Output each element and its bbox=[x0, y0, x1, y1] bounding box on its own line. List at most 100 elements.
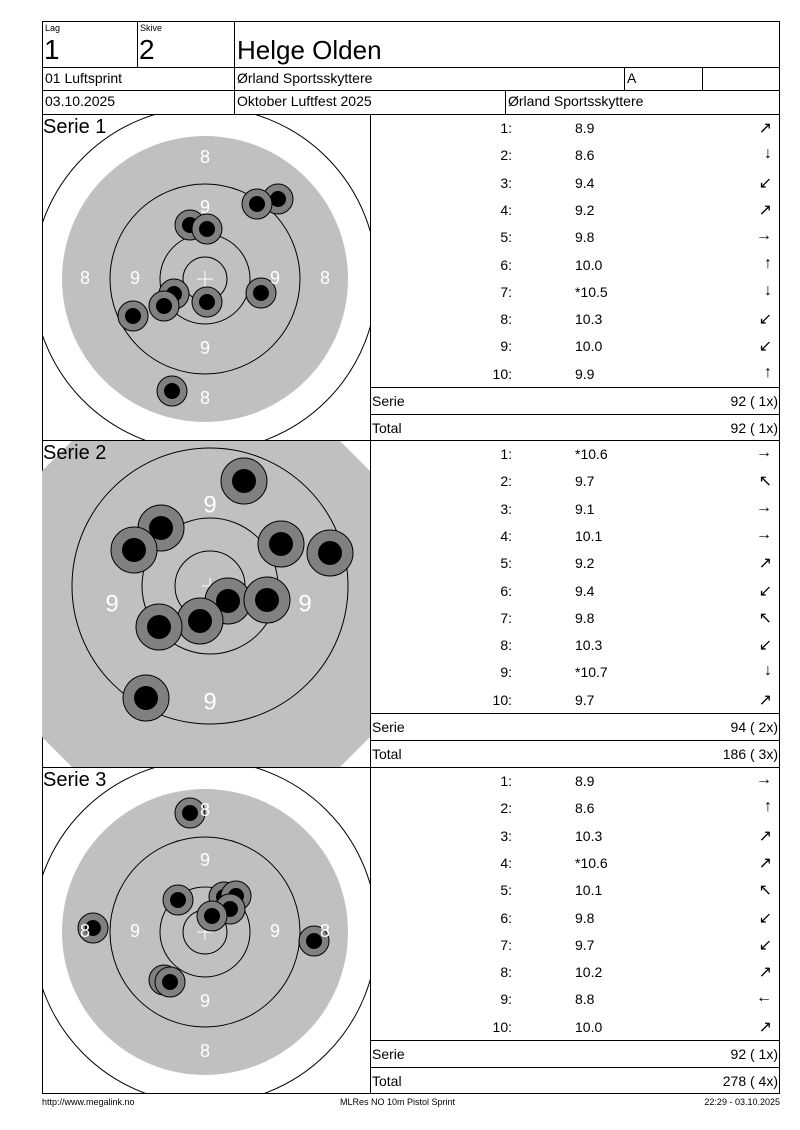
direction-arrow-icon: ↓ bbox=[764, 281, 772, 299]
direction-arrow-icon: ↗ bbox=[758, 691, 772, 709]
direction-arrow-icon: ↗ bbox=[758, 555, 772, 573]
shot-score: 8.6 bbox=[575, 147, 595, 164]
discipline: 01 Luftsprint bbox=[45, 70, 123, 86]
total-value: 92 ( 1x) bbox=[730, 420, 778, 436]
total-value: 186 ( 3x) bbox=[722, 746, 778, 762]
event-cell: Oktober Luftfest 2025 bbox=[235, 91, 506, 115]
shooter-name: Helge Olden bbox=[237, 35, 382, 65]
shot-row: 3:10.3↗ bbox=[370, 824, 780, 851]
shot-score: 10.2 bbox=[575, 964, 603, 981]
shot-number: 5: bbox=[500, 555, 512, 572]
shot-row: 1:*10.6→ bbox=[370, 442, 780, 469]
serie-value: 92 ( 1x) bbox=[730, 1046, 778, 1062]
shot-score: 10.0 bbox=[575, 1018, 603, 1035]
direction-arrow-icon: ↙ bbox=[758, 637, 772, 655]
shot-row: 7:9.8↖ bbox=[370, 606, 780, 633]
shot-row: 4: *10.6 ↗ bbox=[370, 851, 780, 878]
class: A bbox=[627, 70, 637, 86]
shot-score: 9.4 bbox=[575, 174, 595, 191]
shot-hole bbox=[306, 529, 354, 577]
shot-hole bbox=[77, 912, 109, 944]
shot-number: 6: bbox=[500, 256, 512, 273]
shot-score: *10.6 bbox=[575, 854, 608, 871]
shot-hole bbox=[154, 966, 186, 998]
shot-score: 10.3 bbox=[575, 827, 603, 844]
target-ring bbox=[71, 447, 349, 725]
lag-label: Lag bbox=[45, 23, 61, 33]
shot-row: 5:9.2↗ bbox=[370, 551, 780, 578]
direction-arrow-icon: ↖ bbox=[758, 882, 772, 900]
shot-hole bbox=[117, 300, 149, 332]
shot-hole bbox=[176, 597, 224, 645]
shot-score: 9.8 bbox=[575, 909, 595, 926]
direction-arrow-icon: ↗ bbox=[758, 827, 772, 845]
shot-score: 9.7 bbox=[575, 936, 595, 953]
shot-number: 9: bbox=[500, 338, 512, 355]
shot-score: 9.7 bbox=[575, 691, 595, 708]
direction-arrow-icon: ↗ bbox=[758, 1018, 772, 1036]
shot-score: 10.3 bbox=[575, 637, 603, 654]
ring-label: 9 bbox=[200, 850, 210, 870]
serie-value: 94 ( 2x) bbox=[730, 719, 778, 735]
shot-row: 1:8.9→ bbox=[370, 769, 780, 796]
footer-timestamp: 22:29 - 03.10.2025 bbox=[704, 1097, 780, 1107]
ring-label: 9 bbox=[200, 991, 210, 1011]
shot-number: 7: bbox=[500, 936, 512, 953]
shot-row: 7: 9.7 ↙ bbox=[370, 933, 780, 960]
class-cell: A bbox=[625, 68, 703, 91]
shot-table: 1:8.9↗2:8.6↓3:9.4↙4:9.2↗5:9.8→6:10.0↑7:*… bbox=[370, 115, 780, 441]
shot-score: 10.3 bbox=[575, 311, 603, 328]
shot-number: 6: bbox=[500, 909, 512, 926]
direction-arrow-icon: ↑ bbox=[764, 254, 772, 272]
shot-number: 5: bbox=[500, 882, 512, 899]
shot-score: 10.0 bbox=[575, 338, 603, 355]
shot-score: 8.9 bbox=[575, 773, 595, 789]
direction-arrow-icon: ↙ bbox=[758, 338, 772, 356]
shot-number: 1: bbox=[500, 446, 512, 462]
center-cross-icon bbox=[197, 271, 213, 287]
direction-arrow-icon: ↙ bbox=[758, 909, 772, 927]
shot-number: 2: bbox=[500, 800, 512, 817]
shot-score: 8.9 bbox=[575, 120, 595, 136]
ring-label: 9 bbox=[105, 590, 118, 617]
ring-label: 9 bbox=[270, 921, 280, 941]
direction-arrow-icon: ↙ bbox=[758, 174, 772, 192]
serie-label: Serie bbox=[372, 393, 405, 409]
shot-score: 10.1 bbox=[575, 882, 603, 899]
shot-row: 9:8.8← bbox=[370, 987, 780, 1014]
shot-number: 4: bbox=[500, 527, 512, 544]
footer-url[interactable]: http://www.megalink.no bbox=[42, 1097, 135, 1107]
shot-score: 9.7 bbox=[575, 473, 595, 490]
ring-label: 9 bbox=[200, 197, 210, 217]
shot-row: 5: 10.1 ↖ bbox=[370, 878, 780, 905]
direction-arrow-icon: ↙ bbox=[758, 936, 772, 954]
shot-row: 10:9.9↑ bbox=[370, 362, 780, 389]
skive-label: Skive bbox=[140, 23, 163, 33]
shot-score: 10.0 bbox=[575, 256, 603, 273]
extra-cell bbox=[703, 68, 780, 91]
shot-hole bbox=[241, 188, 273, 220]
shot-number: 4: bbox=[500, 854, 512, 871]
club-cell: Ørland Sportsskyttere bbox=[235, 68, 625, 91]
ring-label: 9 bbox=[200, 338, 210, 358]
ring-label: 9 bbox=[130, 268, 140, 288]
shot-row: 3:9.4↙ bbox=[370, 171, 780, 198]
direction-arrow-icon: ↗ bbox=[758, 854, 772, 872]
shot-hole bbox=[191, 286, 223, 318]
club: Ørland Sportsskyttere bbox=[237, 70, 373, 86]
shot-row: 10:9.7↗ bbox=[370, 688, 780, 715]
shot-hole bbox=[122, 674, 170, 722]
shot-row: 4:10.1→ bbox=[370, 524, 780, 551]
shot-number: 7: bbox=[500, 609, 512, 626]
